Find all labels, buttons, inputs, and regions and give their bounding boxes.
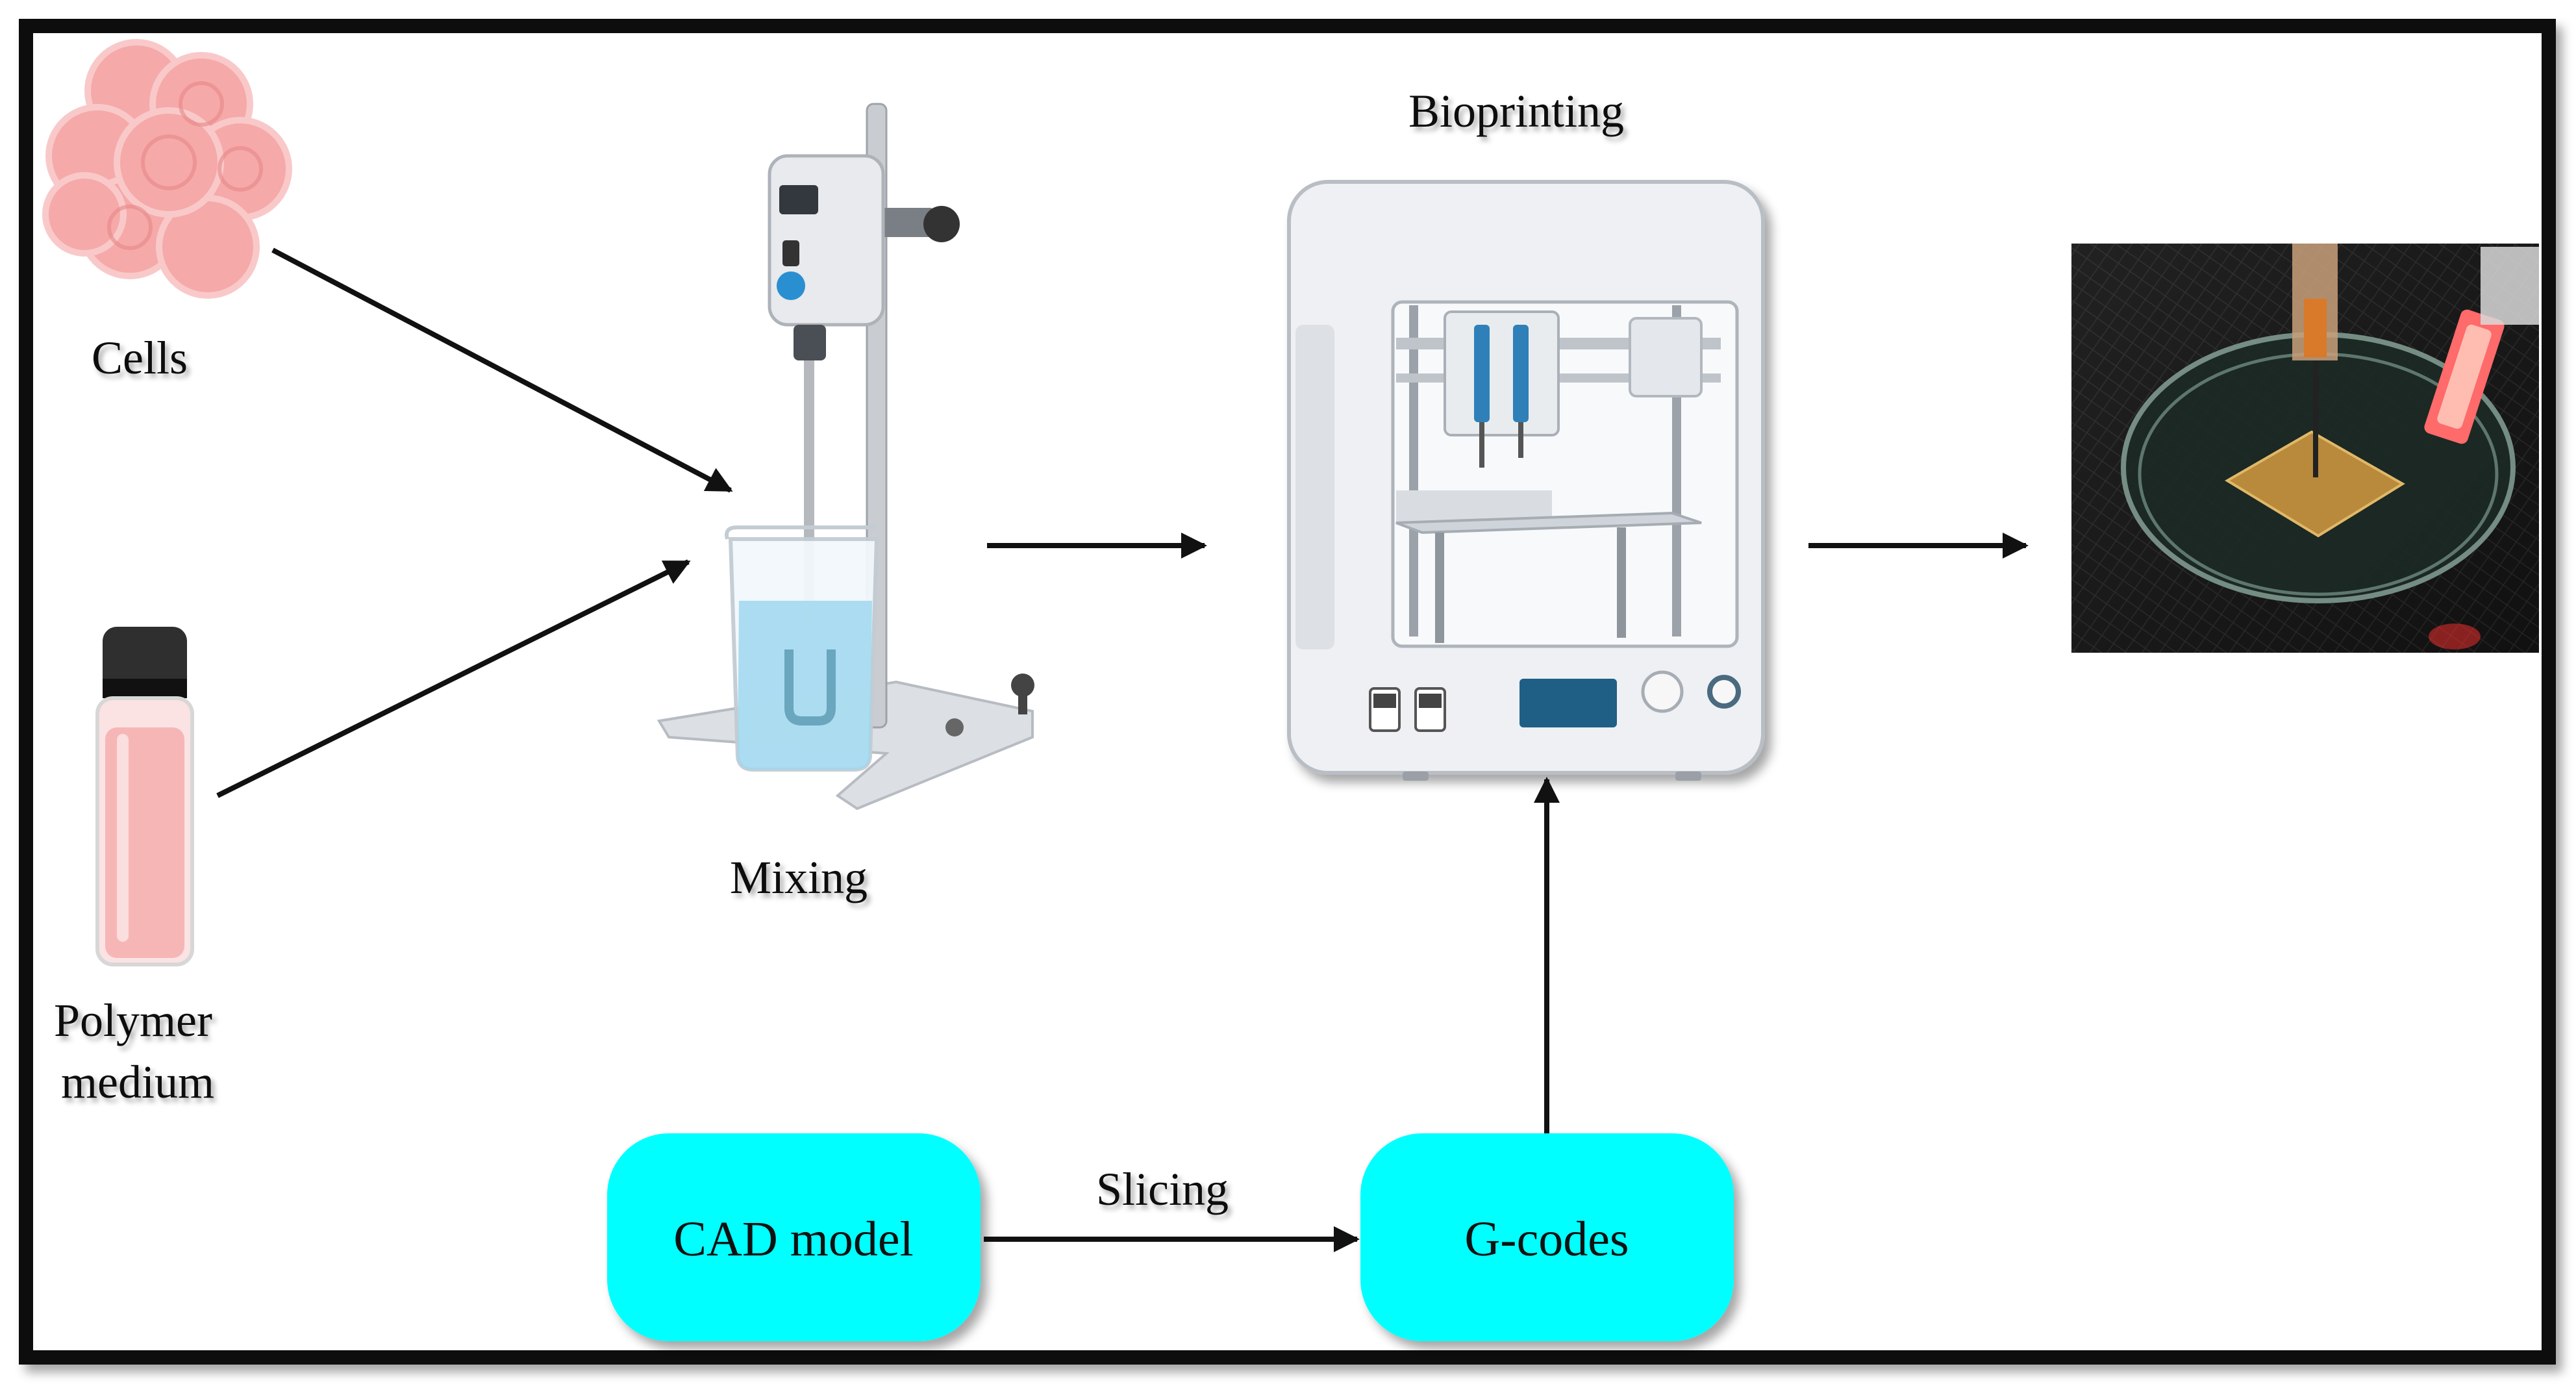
printed-scaffold-photo xyxy=(2071,244,2539,653)
polymer-label-line1: Polymer xyxy=(54,994,212,1046)
vial-icon xyxy=(95,627,194,966)
arrow-polymer-to-mixing xyxy=(216,559,691,798)
slicing-label: Slicing xyxy=(1096,1163,1229,1215)
cells-label: Cells xyxy=(92,332,188,384)
gcodes-box: G-codes xyxy=(1360,1133,1734,1341)
mixing-label: Mixing xyxy=(730,851,868,903)
bioprinter-icon xyxy=(1287,180,1765,781)
cad-model-label: CAD model xyxy=(673,1212,913,1266)
bioprinting-label: Bioprinting xyxy=(1408,85,1624,137)
polymer-label-line2: medium xyxy=(61,1056,214,1108)
arrow-cells-to-mixing xyxy=(271,247,733,493)
cad-model-box: CAD model xyxy=(607,1133,981,1341)
workflow-arrows xyxy=(216,247,2029,1252)
cell-cluster-icon xyxy=(42,39,292,299)
gcodes-label: G-codes xyxy=(1464,1212,1629,1266)
overhead-stirrer-icon xyxy=(657,103,1034,811)
